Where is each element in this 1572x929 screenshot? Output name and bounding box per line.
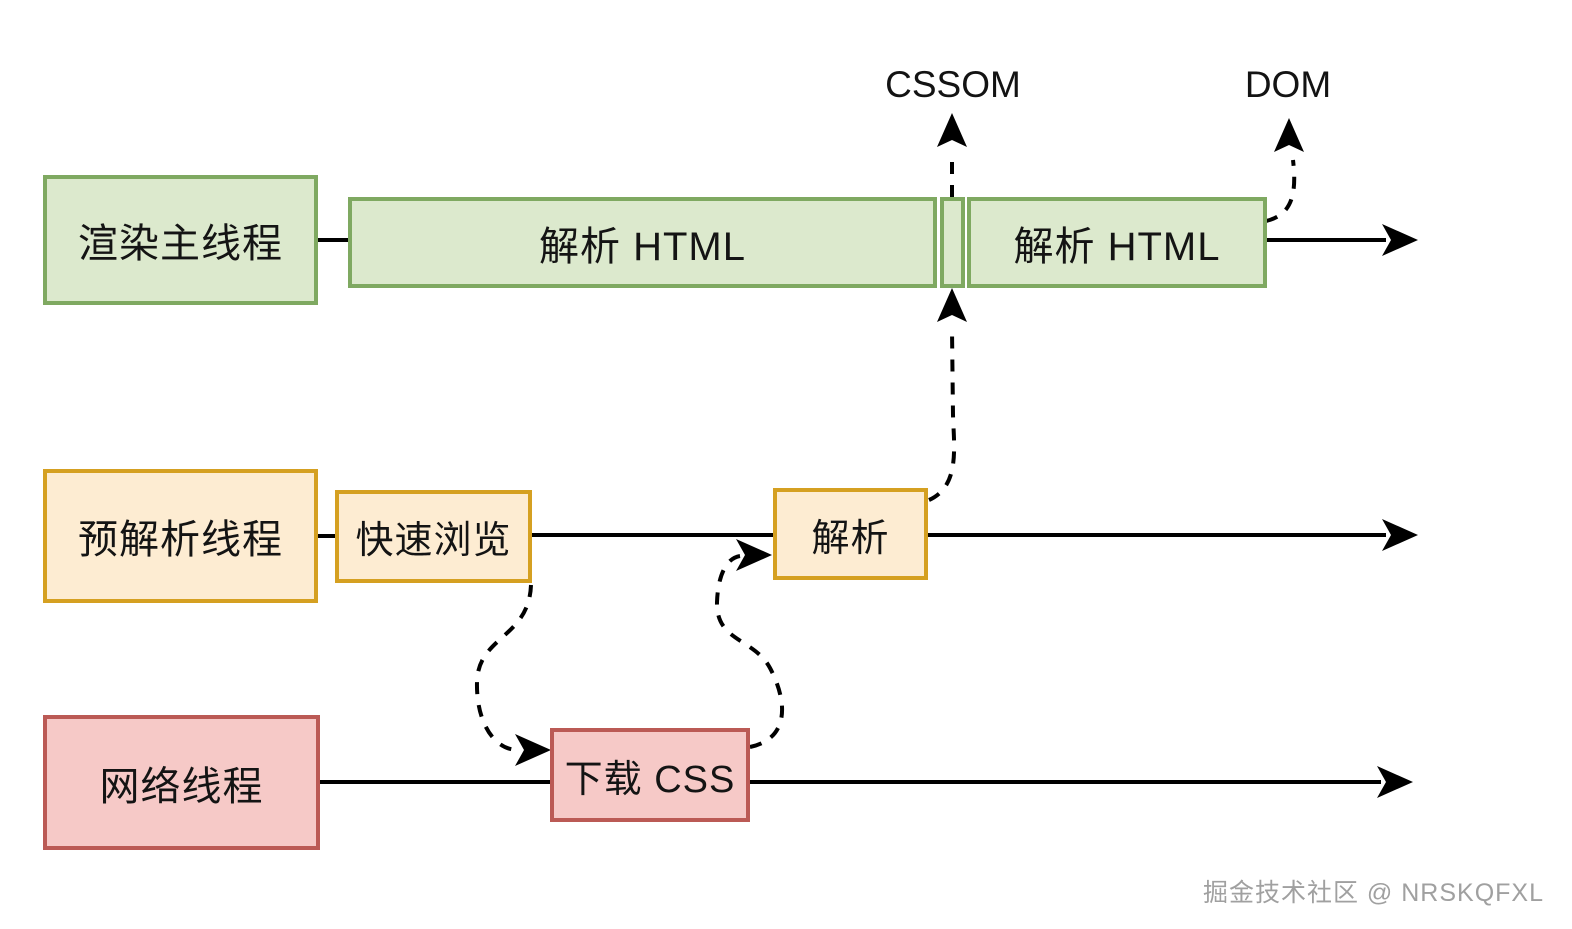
download-to-parse-dashed-line — [714, 554, 785, 749]
parse-html-bar-2: 解析 HTML — [967, 197, 1267, 288]
quickscan-to-download-dashed-line — [474, 584, 533, 752]
watermark: 掘金技术社区 @ NRSKQFXL — [1202, 879, 1544, 907]
preparse-thread-label: 预解析线程 — [78, 518, 283, 562]
network-arrowhead-icon — [1377, 766, 1413, 798]
parse-css-label: 解析 — [811, 517, 890, 560]
parse-to-mainbar-dashed-line — [928, 329, 957, 502]
dom-label: DOM — [1244, 64, 1332, 105]
cssom-arrowhead-icon — [937, 113, 967, 147]
network-thread-box: 网络线程 — [43, 715, 320, 850]
main-thread-arrowhead-icon — [1382, 224, 1418, 256]
parse-html-bar-2-label: 解析 HTML — [1013, 224, 1221, 269]
download-to-parse-arrowhead-icon — [736, 539, 772, 571]
parse-css-box: 解析 — [773, 488, 928, 580]
dom-dashed-line — [1265, 159, 1297, 223]
quick-scan-box: 快速浏览 — [335, 490, 532, 583]
preparse-thread-box: 预解析线程 — [43, 469, 318, 603]
render-main-thread-label: 渲染主线程 — [78, 222, 283, 266]
download-css-box: 下载 CSS — [550, 728, 750, 822]
preparse-arrowhead-icon — [1382, 519, 1418, 551]
parse-html-sliver — [940, 197, 965, 288]
parse-to-mainbar-arrowhead-icon — [937, 288, 967, 322]
quick-scan-label: 快速浏览 — [355, 520, 512, 562]
dom-arrowhead-icon — [1274, 118, 1304, 152]
parse-html-bar-1-label: 解析 HTML — [539, 224, 746, 269]
download-css-label: 下载 CSS — [564, 758, 736, 801]
render-main-thread-box: 渲染主线程 — [43, 175, 318, 305]
network-thread-label: 网络线程 — [99, 764, 264, 809]
parse-html-bar-1: 解析 HTML — [348, 197, 937, 288]
quickscan-to-download-arrowhead-icon — [515, 734, 551, 766]
cssom-label: CSSOM — [885, 64, 1021, 105]
